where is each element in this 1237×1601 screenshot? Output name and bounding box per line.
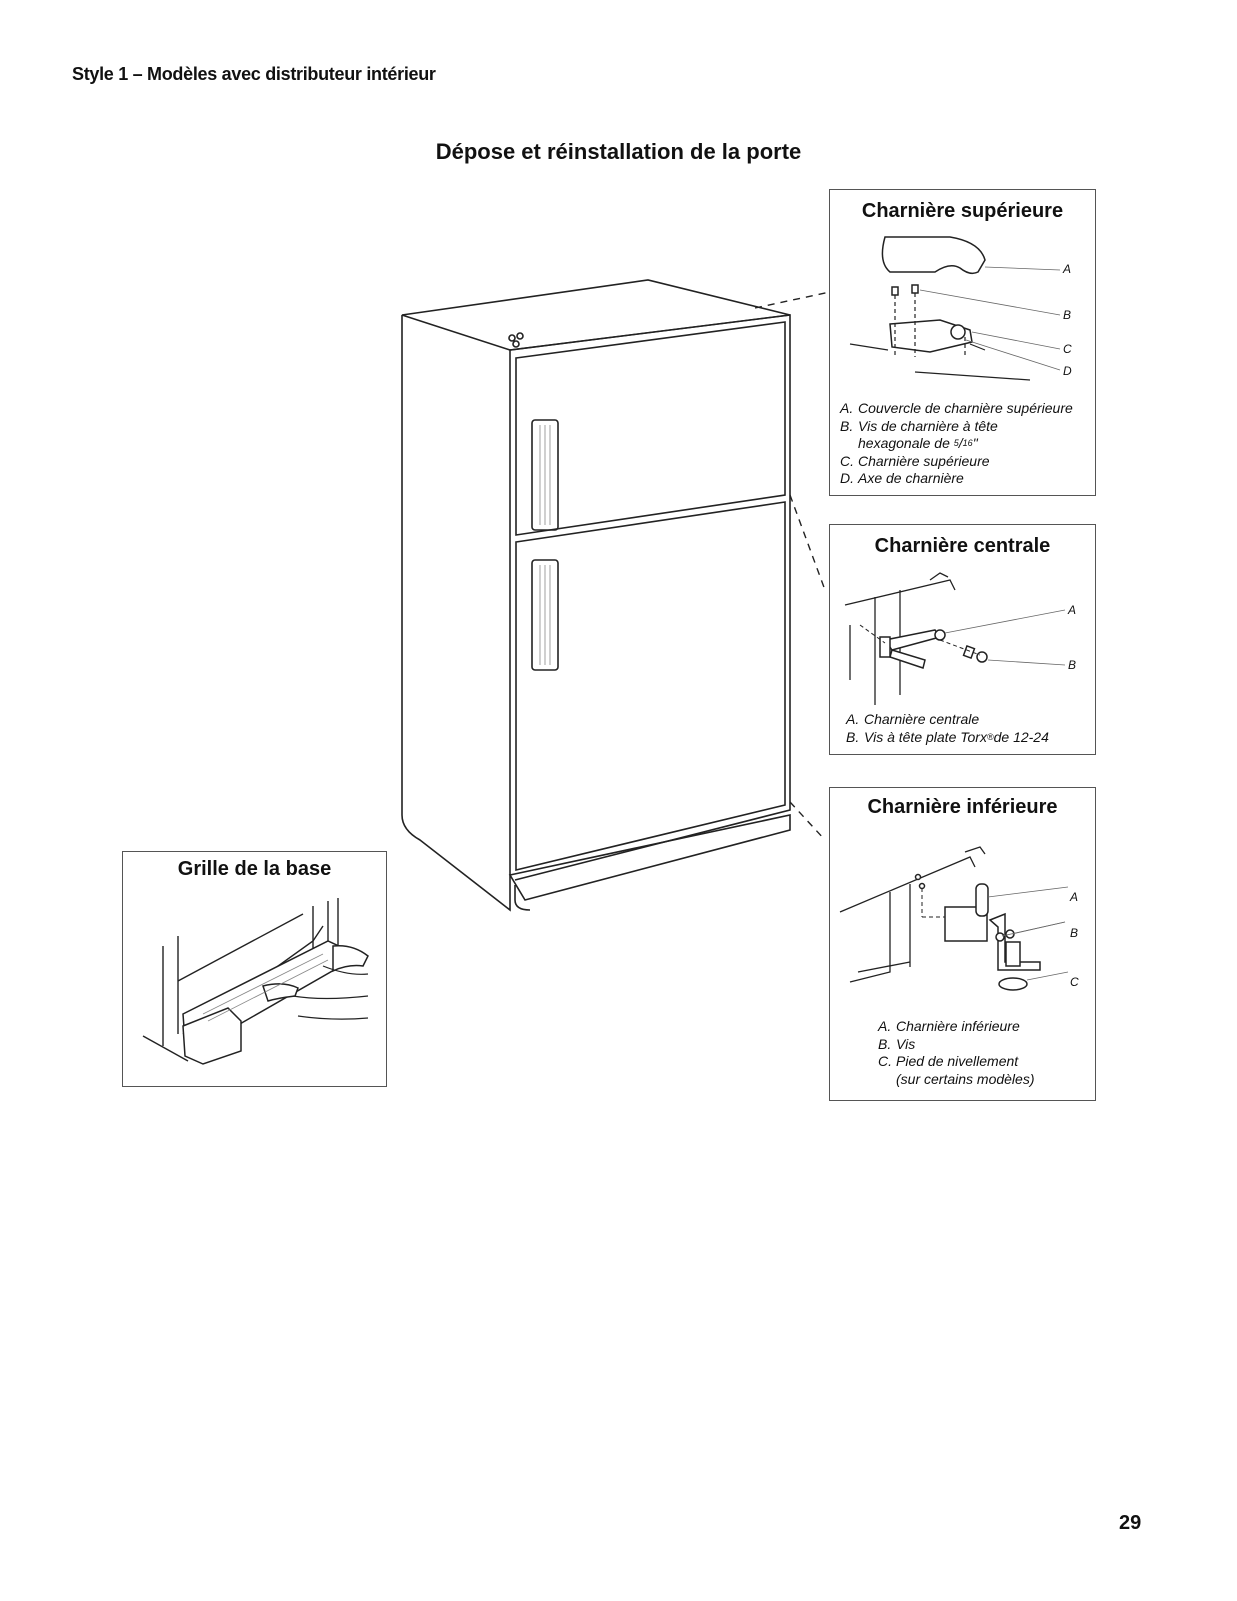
legend-text: Vis à tête plate Torx xyxy=(864,728,987,745)
center-hinge-callout-a: A xyxy=(1068,603,1077,617)
legend-letter: A. xyxy=(846,711,860,727)
legend-letter: A. xyxy=(840,400,854,416)
refrigerator-illustration xyxy=(401,279,831,912)
legend-text: hexagonale de xyxy=(858,435,950,451)
bottom-hinge-callout-c: C xyxy=(1070,975,1079,989)
center-hinge-panel: Charnière centrale A B A.Charnière centr… xyxy=(829,524,1096,755)
top-hinge-callout-d: D xyxy=(1063,364,1072,378)
legend-text: Charnière centrale xyxy=(864,711,980,727)
bottom-hinge-callout-b: B xyxy=(1070,926,1079,940)
legend-text-continued: hexagonale de 5/16" xyxy=(840,435,1095,453)
legend-letter: A. xyxy=(878,1018,892,1034)
legend-text: Pied de nivellement xyxy=(896,1053,1019,1069)
center-hinge-diagram xyxy=(844,572,1066,705)
fraction-slash: / xyxy=(958,435,963,451)
legend-text: (sur certains modèles) xyxy=(896,1070,1035,1087)
bottom-hinge-legend: A.Charnière inférieure B.Vis C.Pied de n… xyxy=(878,1018,1093,1088)
legend-letter: C. xyxy=(840,452,854,469)
fraction-denominator: 16 xyxy=(962,438,973,448)
top-hinge-callout-c: C xyxy=(1063,342,1072,356)
legend-text: Vis de charnière à tête xyxy=(858,417,998,434)
legend-text: " xyxy=(972,435,978,451)
top-hinge-title: Charnière supérieure xyxy=(861,200,1064,222)
base-grille-diagram xyxy=(142,898,369,1065)
bottom-hinge-panel: Charnière inférieure A B C A.Charnière i… xyxy=(829,787,1096,1101)
legend-letter: B. xyxy=(840,417,854,434)
center-hinge-legend: A.Charnière centrale B.Vis à tête plate … xyxy=(846,711,1091,746)
legend-letter: D. xyxy=(840,470,854,486)
legend-text: de 12-24 xyxy=(993,728,1049,745)
top-hinge-panel: Charnière supérieure A B C D A.Couvercle… xyxy=(829,189,1096,496)
center-hinge-callout-b: B xyxy=(1068,658,1077,672)
fraction-numerator: 5 xyxy=(953,438,959,448)
top-hinge-callout-a: A xyxy=(1063,262,1072,276)
legend-text: Charnière supérieure xyxy=(858,452,990,469)
bottom-hinge-diagram xyxy=(839,846,1069,991)
legend-letter: B. xyxy=(846,728,860,745)
legend-text: Charnière inférieure xyxy=(896,1018,1020,1034)
base-grille-title: Grille de la base xyxy=(177,858,332,880)
legend-text: Axe de charnière xyxy=(858,470,964,486)
top-hinge-callout-b: B xyxy=(1063,308,1072,322)
top-hinge-diagram xyxy=(849,236,1061,381)
legend-letter: C. xyxy=(878,1053,892,1069)
legend-text: Vis xyxy=(896,1035,916,1052)
top-hinge-legend: A.Couvercle de charnière supérieure B.Vi… xyxy=(840,400,1095,488)
legend-letter: B. xyxy=(878,1035,892,1052)
section-header: Style 1 – Modèles avec distributeur inté… xyxy=(72,64,436,84)
page-title: Dépose et réinstallation de la porte xyxy=(435,139,802,164)
page-number: 29 xyxy=(1119,1512,1142,1534)
registered-mark: ® xyxy=(986,731,994,742)
bottom-hinge-title: Charnière inférieure xyxy=(867,796,1058,818)
center-hinge-title: Charnière centrale xyxy=(874,535,1051,557)
bottom-hinge-callout-a: A xyxy=(1070,890,1079,904)
base-grille-panel: Grille de la base xyxy=(122,851,387,1087)
legend-text: Couvercle de charnière supérieure xyxy=(858,400,1073,416)
